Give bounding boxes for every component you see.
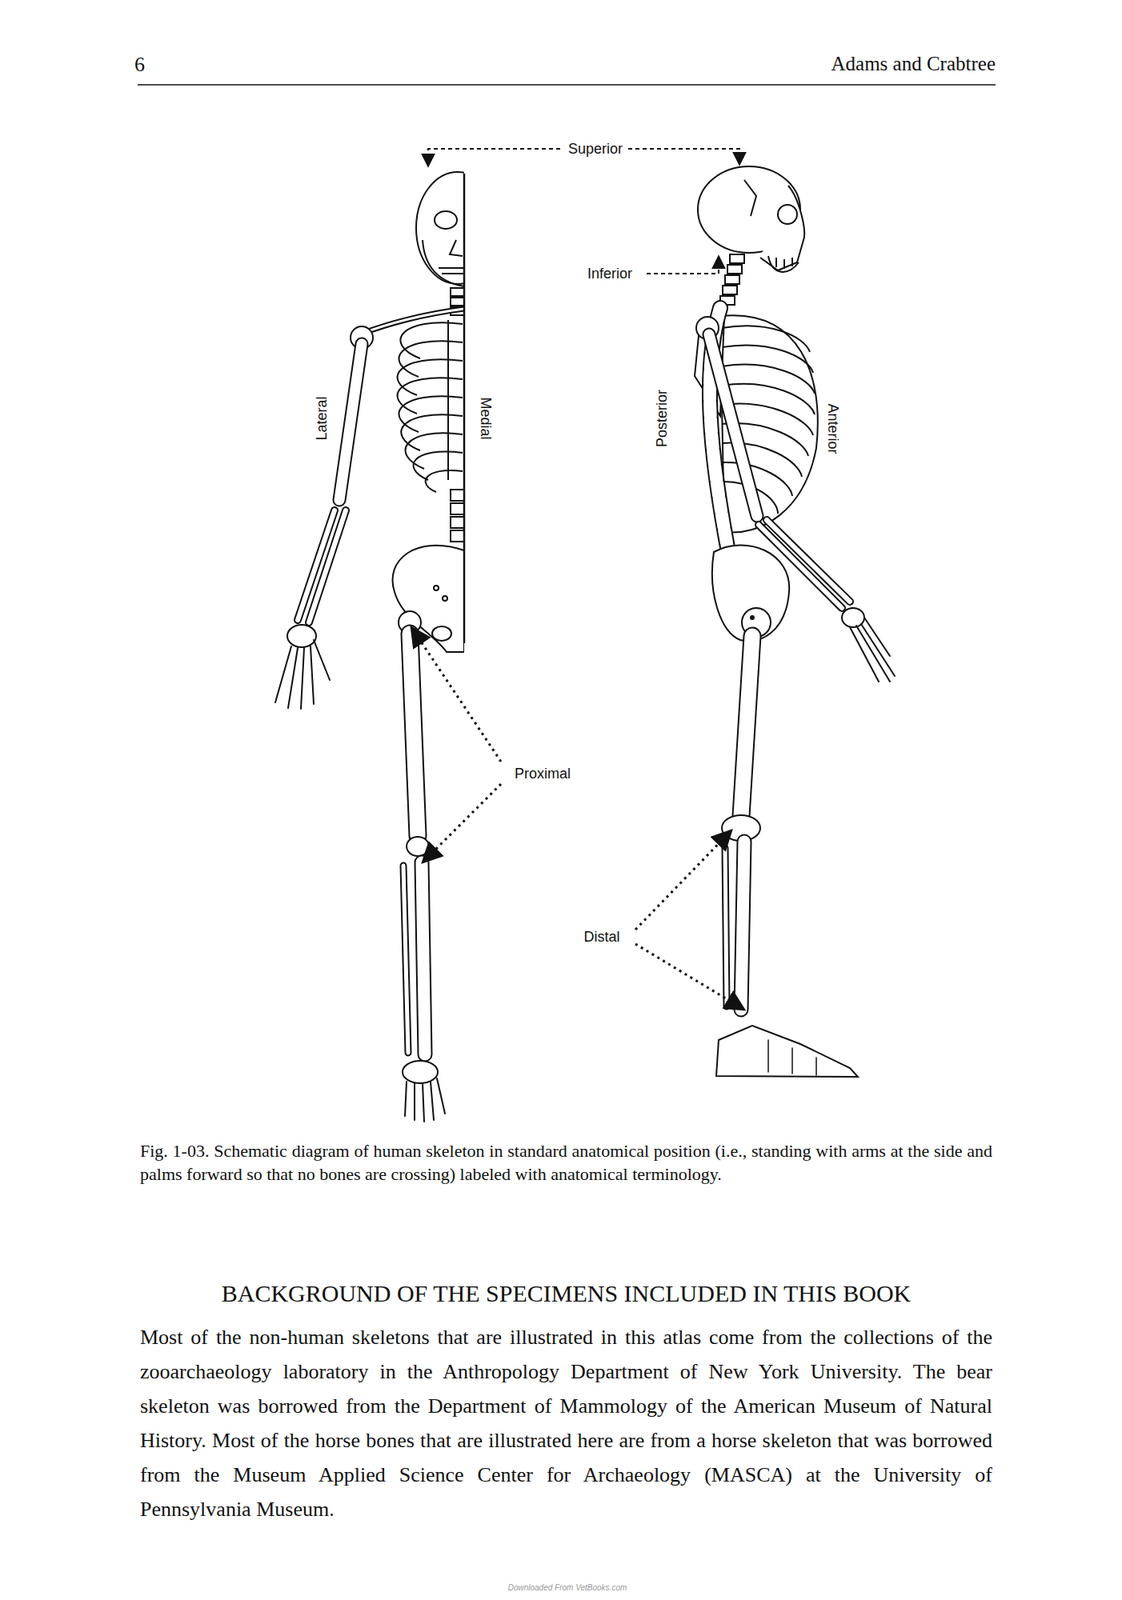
body-paragraph: Most of the non-human skeletons that are… bbox=[140, 1320, 993, 1527]
anterior-limb-bones bbox=[275, 326, 445, 1122]
figure-caption: Fig. 1-03. Schematic diagram of human sk… bbox=[140, 1139, 993, 1187]
direction-label: Anterior bbox=[823, 398, 842, 459]
direction-label: Distal bbox=[578, 928, 625, 947]
direction-label: Posterior bbox=[653, 384, 672, 453]
watermark: Downloaded From VetBooks.com bbox=[508, 1583, 628, 1593]
section-heading: BACKGROUND OF THE SPECIMENS INCLUDED IN … bbox=[140, 1280, 993, 1308]
page-number: 6 bbox=[134, 52, 145, 77]
direction-label: Lateral bbox=[312, 391, 332, 445]
midline bbox=[463, 173, 466, 644]
direction-label: Medial bbox=[476, 392, 495, 445]
header-rule bbox=[137, 84, 996, 86]
anterior-skeleton bbox=[359, 172, 465, 653]
direction-label: Superior bbox=[563, 140, 628, 159]
direction-label: Proximal bbox=[509, 765, 576, 784]
direction-leaders bbox=[411, 148, 745, 1010]
lateral-spine-and-limbs bbox=[696, 308, 895, 1078]
direction-label: Inferior bbox=[582, 264, 638, 284]
running-head: Adams and Crabtree bbox=[831, 52, 996, 76]
